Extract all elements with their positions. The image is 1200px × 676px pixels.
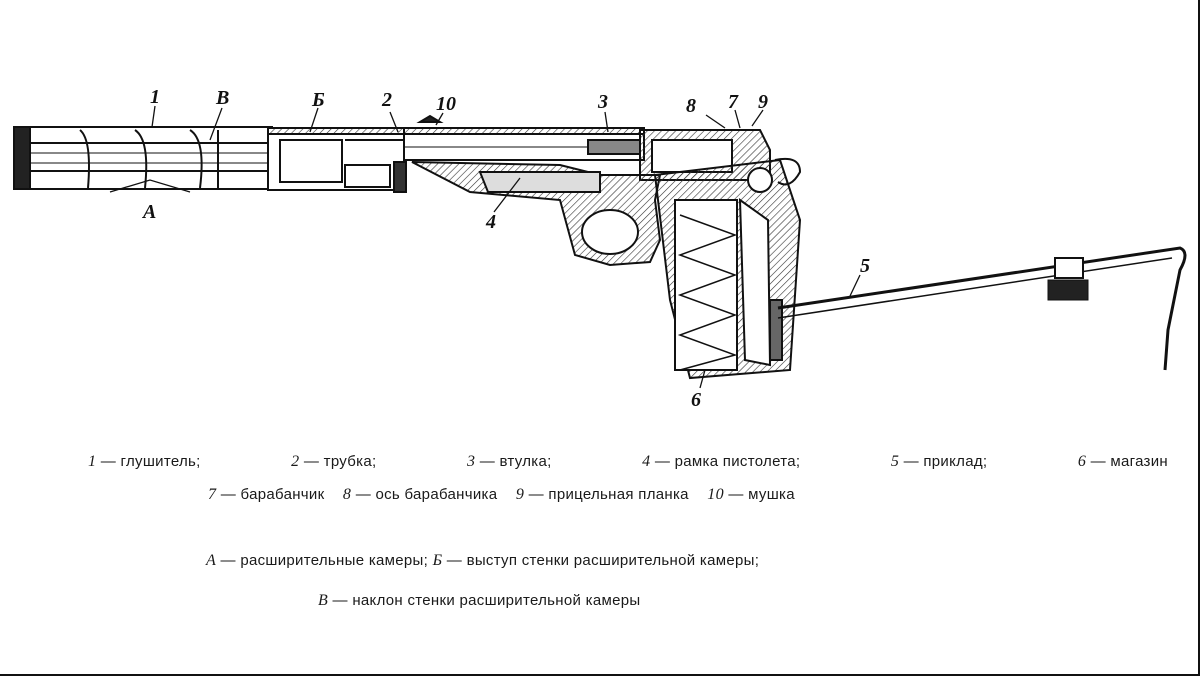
- grip-magazine: [653, 157, 802, 380]
- legend-item: 8 — ось барабанчика: [342, 486, 498, 503]
- legend-line-2: 7 — барабанчик 8 — ось барабанчика 9 — п…: [208, 486, 1200, 504]
- callout-v: В: [215, 87, 229, 109]
- leader-lines: [109, 105, 861, 389]
- legend-item: 7 — барабанчик: [208, 486, 325, 503]
- callout-4: 4: [485, 211, 496, 233]
- legend-item: 1 — глушитель;: [88, 453, 201, 470]
- legend-line-4: В — наклон стенки расширительной камеры: [318, 592, 1200, 610]
- pistol-cutaway-diagram: 1 В Б 2 10 3 8 7 9 4 А 5 6: [13, 86, 1187, 411]
- legend-line-3: А — расширительные камеры; Б — выступ ст…: [206, 552, 1200, 570]
- legend-item: 5 — приклад;: [890, 453, 988, 470]
- legend-item: 2 — трубка;: [291, 453, 377, 470]
- callout-1: 1: [150, 86, 160, 108]
- legend-item: 6 — магазин: [1077, 453, 1168, 470]
- pistol-frame: [411, 161, 662, 267]
- callout-8: 8: [686, 95, 696, 117]
- legend-item: А — расширительные камеры;: [206, 552, 429, 569]
- callout-10: 10: [436, 93, 456, 115]
- stock: [777, 246, 1187, 371]
- legend-item: В — наклон стенки расширительной камеры: [318, 592, 641, 609]
- legend-item: 10 — мушка: [707, 486, 795, 503]
- callout-2: 2: [381, 89, 392, 111]
- tube: [267, 127, 407, 193]
- callout-9: 9: [758, 91, 768, 113]
- callout-7: 7: [728, 91, 739, 113]
- callout-3: 3: [597, 91, 608, 113]
- legend-item: Б — выступ стенки расширительной камеры;: [432, 552, 760, 569]
- callout-be: Б: [311, 89, 325, 111]
- legend-item: 3 — втулка;: [466, 453, 552, 470]
- suppressor: [13, 126, 273, 190]
- legend-line-1: 1 — глушитель; 2 — трубка; 3 — втулка; 4…: [88, 453, 1168, 471]
- callout-5: 5: [860, 255, 870, 277]
- callout-6: 6: [691, 389, 701, 411]
- legend-item: 9 — прицельная планка: [515, 486, 689, 503]
- callout-a: А: [141, 201, 156, 223]
- legend-item: 4 — рамка пистолета;: [642, 453, 801, 470]
